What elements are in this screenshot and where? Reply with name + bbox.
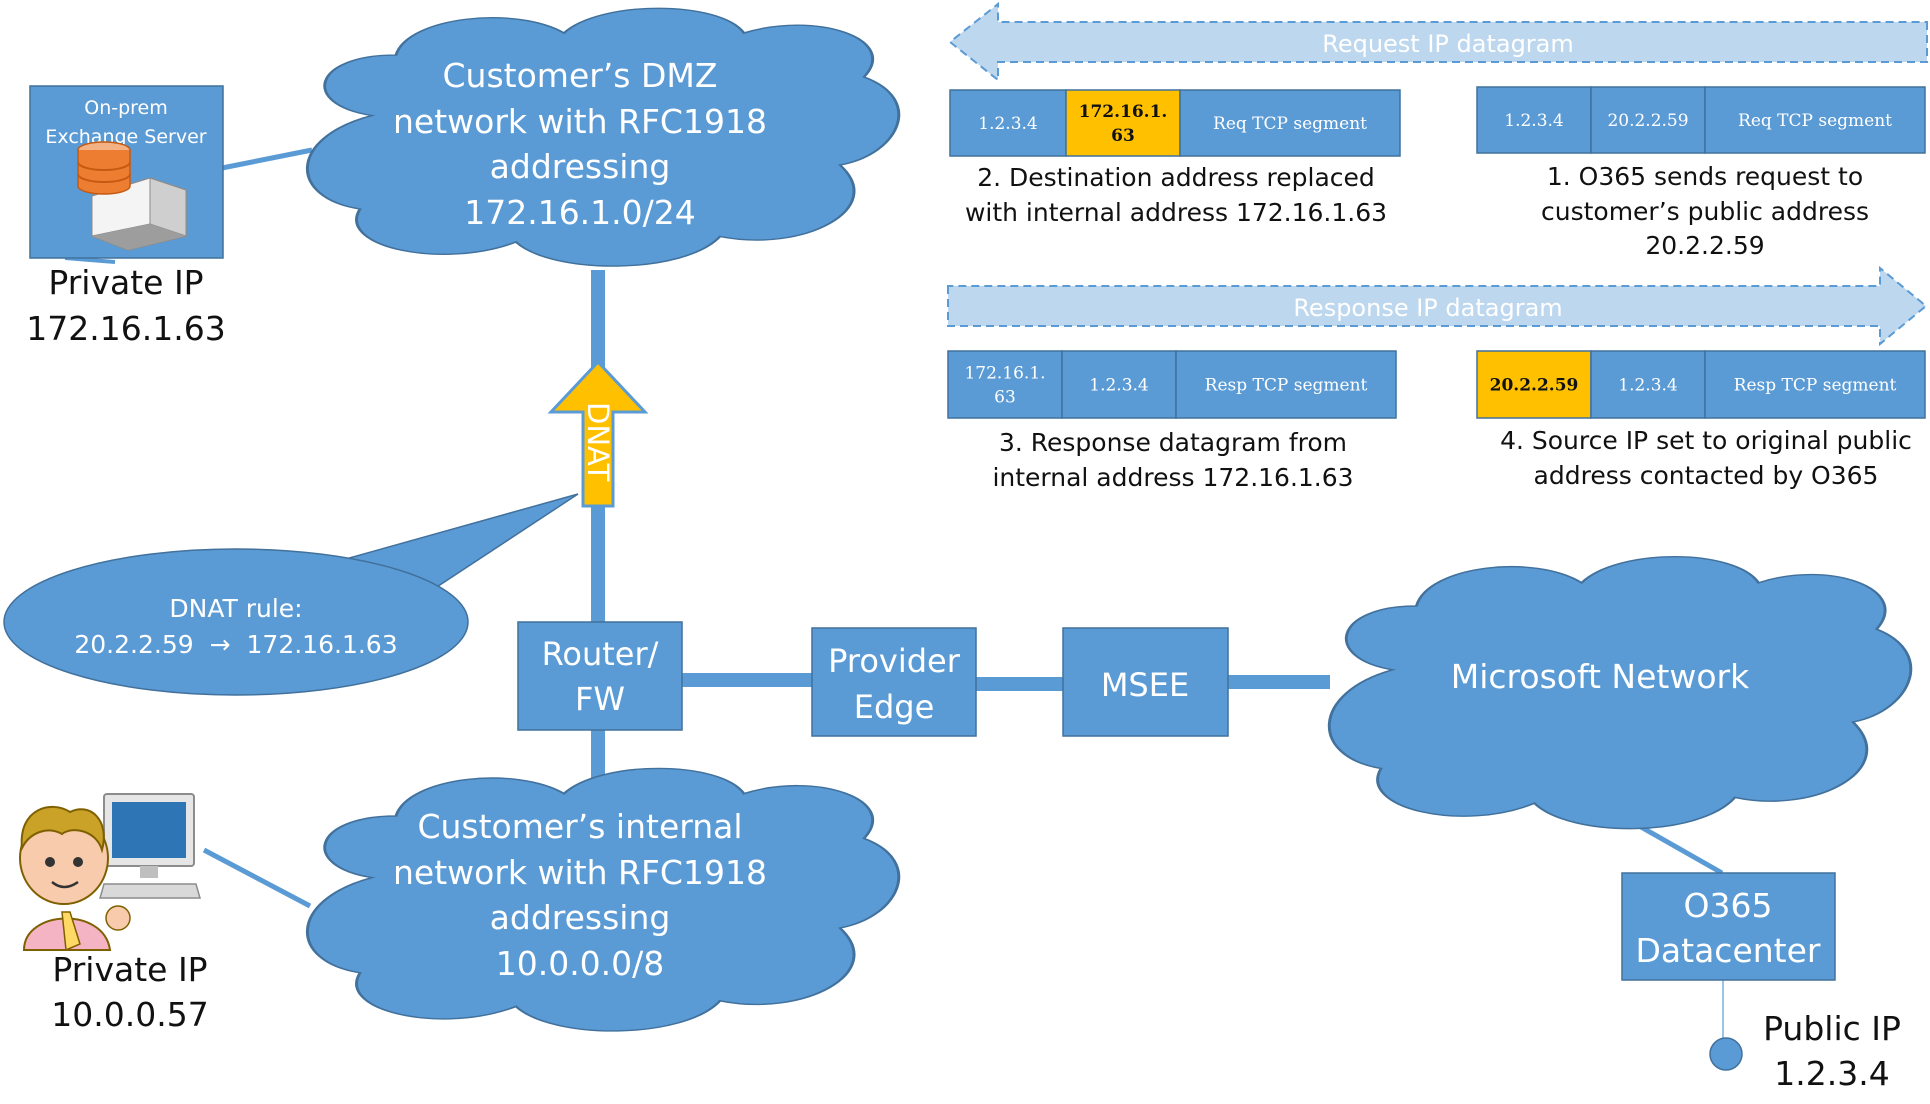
datagram-d4: 20.2.2.59 1.2.3.4 Resp TCP segment [1476,350,1926,419]
endpoint-dot-icon [1709,1037,1743,1071]
internal-cloud-line-2: network with RFC1918 [393,853,767,892]
o365-datacenter-box: O365 Datacenter [1621,872,1836,981]
public-ip-value: 1.2.3.4 [1774,1054,1889,1093]
caption-d3-line-2: internal address 172.16.1.63 [992,463,1353,492]
datagram-cell [949,89,1067,157]
router-fw-line-1: Router/ [542,635,659,673]
datagram-d3: 172.16.1. 63 1.2.3.4 Resp TCP segment [947,350,1397,419]
datagram-cell [1179,89,1401,157]
client-workstation: Private IP 10.0.0.57 [19,793,209,1034]
datagram-cell-text: 172.16.1. [964,363,1045,383]
datagram-cell-text: 1.2.3.4 [978,114,1037,134]
msee-box: MSEE [1062,627,1229,737]
datagram-cell-text: 1.2.3.4 [1504,111,1563,131]
internal-cloud-line-1: Customer’s internal [417,807,742,846]
server-icon [77,141,187,251]
router-fw-box: Router/ FW [517,621,683,731]
dnat-arrow: DNAT [547,359,649,508]
datagram-cell [1065,89,1181,157]
public-ip-label: Public IP [1763,1009,1901,1048]
o365-dc-line-1: O365 [1684,886,1773,925]
dmz-cloud-line-1: Customer’s DMZ [443,56,718,95]
internal-cloud-line-4: 10.0.0.0/8 [496,944,665,983]
router-fw-line-2: FW [575,680,625,718]
datagram-cell [1704,350,1926,419]
caption-d1-line-2: customer’s public address [1541,197,1869,226]
request-banner-label: Request IP datagram [1322,30,1574,58]
msee-label: MSEE [1101,666,1189,704]
dnat-rule-mapping: 20.2.2.59 → 172.16.1.63 [74,630,397,659]
server-label-line-1: On-prem [84,97,168,119]
datagram-cell [1476,86,1592,154]
datagram-cell-text: Resp TCP segment [1205,375,1368,395]
caption-d2-line-2: with internal address 172.16.1.63 [965,198,1387,227]
caption-d2-line-1: 2. Destination address replaced [977,163,1375,192]
datagram-cell-text: Req TCP segment [1213,114,1367,134]
provider-edge-line-2: Edge [854,688,935,726]
internal-cloud-line-3: addressing [490,898,671,937]
dmz-cloud-line-4: 172.16.1.0/24 [464,193,696,232]
exchange-server: On-prem Exchange Server Private IP 172.1… [26,85,226,348]
public-endpoint: Public IP 1.2.3.4 [1709,1009,1901,1093]
datagram-cell-text: Resp TCP segment [1734,375,1897,395]
dmz-cloud: Customer’s DMZ network with RFC1918 addr… [307,8,898,266]
response-banner-label: Response IP datagram [1293,294,1562,322]
internal-cloud: Customer’s internal network with RFC1918… [307,768,898,1031]
datagram-cell-text: Req TCP segment [1738,111,1892,131]
microsoft-network-cloud: Microsoft Network [1329,557,1910,829]
server-ip-label: Private IP [48,263,203,302]
request-datagram-banner: Request IP datagram [948,1,1928,83]
caption-d3-line-1: 3. Response datagram from [999,428,1347,457]
caption-d4-line-2: address contacted by O365 [1534,461,1879,490]
datagram-cell-text: 20.2.2.59 [1490,375,1579,395]
caption-d3: 3. Response datagram from internal addre… [992,428,1353,492]
user-computer-icon [19,793,201,952]
dnat-arrow-label: DNAT [581,402,615,482]
dnat-callout: DNAT rule: 20.2.2.59 → 172.16.1.63 [3,493,579,696]
caption-d2: 2. Destination address replaced with int… [965,163,1387,227]
response-datagram-banner: Response IP datagram [947,265,1928,347]
provider-edge-line-1: Provider [828,642,961,680]
microsoft-network-label: Microsoft Network [1451,657,1750,696]
link-server-dmz [221,147,313,171]
client-ip-label: Private IP [52,950,207,989]
datagram-cell-text: 63 [1111,126,1135,146]
o365-dc-line-2: Datacenter [1636,931,1821,970]
caption-d1-line-1: 1. O365 sends request to [1547,162,1863,191]
datagram-cell [1590,86,1706,154]
caption-d1-line-3: 20.2.2.59 [1645,231,1764,260]
caption-d4: 4. Source IP set to original public addr… [1500,426,1912,490]
dmz-cloud-line-2: network with RFC1918 [393,102,767,141]
dmz-cloud-line-3: addressing [490,147,671,186]
caption-d1: 1. O365 sends request to customer’s publ… [1541,162,1869,260]
datagram-cell [1476,350,1592,419]
datagram-cell-text: 1.2.3.4 [1618,375,1677,395]
datagram-cell-text: 20.2.2.59 [1607,111,1688,131]
client-ip-value: 10.0.0.57 [51,995,208,1034]
right-arrow-icon: → [210,630,231,659]
datagram-cell-text: 172.16.1. [1079,102,1168,122]
link-client-internal [202,847,312,909]
datagram-cell [1061,350,1177,419]
dnat-rule-title: DNAT rule: [169,594,302,623]
dnat-rule-from: 20.2.2.59 [74,630,193,659]
server-label-line-2: Exchange Server [45,126,206,148]
datagram-d2: 1.2.3.4 172.16.1. 63 Req TCP segment [949,89,1401,157]
datagram-d1: 1.2.3.4 20.2.2.59 Req TCP segment [1476,86,1926,154]
datagram-cell [1175,350,1397,419]
caption-d4-line-1: 4. Source IP set to original public [1500,426,1912,455]
provider-edge-box: Provider Edge [811,627,977,737]
datagram-cell [947,350,1063,419]
datagram-cell-text: 63 [994,387,1016,407]
dnat-rule-to: 172.16.1.63 [247,630,398,659]
datagram-cell-text: 1.2.3.4 [1089,375,1148,395]
datagram-cell [1704,86,1926,154]
server-ip-value: 172.16.1.63 [26,309,225,348]
